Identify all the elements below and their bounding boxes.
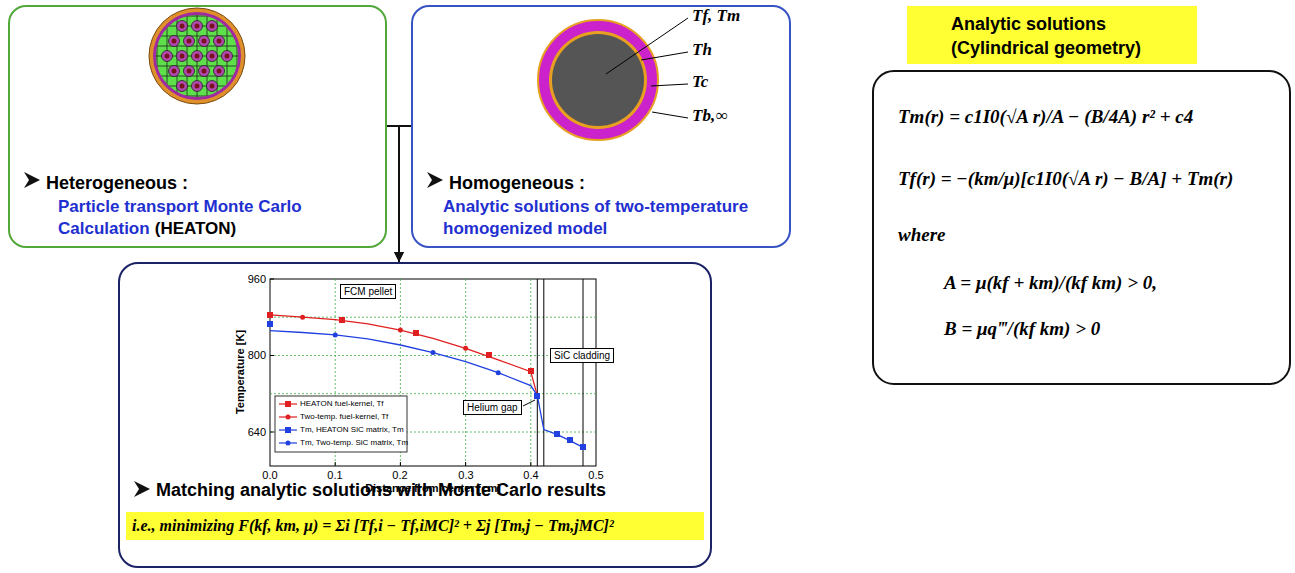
temperature-chart — [267, 279, 596, 466]
method-box: Heterogeneous :Particle transport Monte … — [8, 5, 387, 248]
tick-label: 0.0 — [262, 469, 277, 481]
tick-label: 0.2 — [392, 469, 407, 481]
fuel-element-illustration — [538, 18, 688, 140]
chart-tag: Helium gap — [463, 400, 522, 415]
method-box: Homogeneous :Analytic solutions of two-t… — [411, 5, 791, 248]
tick-label: 800 — [248, 349, 266, 361]
equation-box: Analytic solutions (Cylindrical geometry… — [872, 70, 1291, 385]
legend-text: Tm, HEATON SiC matrix, Tm — [300, 425, 404, 434]
tick-label: 640 — [248, 426, 266, 438]
tick-label: 960 — [248, 273, 266, 285]
axis-title: Temperature [K] — [234, 330, 246, 414]
legend-item: Two-temp. fuel-kernel, Tf — [279, 412, 388, 421]
legend-sample — [279, 426, 297, 434]
legend-text: Tm, Two-temp. SiC matrix, Tm — [300, 438, 408, 447]
arrow-head — [394, 252, 404, 262]
box-heading: Homogeneous : — [449, 173, 585, 194]
temperature-label: Tc — [692, 72, 708, 92]
tick-label: 0.1 — [327, 469, 342, 481]
chart-tag: SiC cladding — [550, 348, 614, 363]
result-box: Matching analytic solutions with Monte C… — [118, 262, 712, 568]
legend-sample — [279, 400, 297, 408]
legend-text: Two-temp. fuel-kernel, Tf — [300, 412, 388, 421]
axis-title: Distance from center [cm] — [365, 482, 501, 494]
equation: Tm(r) = c1I0(√A r)/A − (B/4A) r² + c4 — [898, 106, 1283, 128]
arrow-head — [394, 252, 404, 262]
legend-item: HEATON fuel-kernel, Tf — [279, 399, 384, 408]
connector — [399, 126, 411, 262]
highlight-heading: Analytic solutions (Cylindrical geometry… — [907, 6, 1197, 64]
temperature-label: Th — [692, 40, 712, 60]
equation: Tf(r) = −(km/μ)[c1I0(√A r) − B/A] + Tm(r… — [898, 168, 1283, 190]
temperature-label: Tb,∞ — [692, 106, 727, 126]
legend-item: Tm, Two-temp. SiC matrix, Tm — [279, 438, 408, 447]
legend-sample — [279, 413, 297, 421]
legend-item: Tm, HEATON SiC matrix, Tm — [279, 425, 404, 434]
tick-label: 0.4 — [523, 469, 538, 481]
equation-note: where — [898, 224, 946, 246]
assembly-illustration — [149, 8, 245, 104]
legend-sample — [279, 439, 297, 447]
tick-label: 0.5 — [588, 469, 603, 481]
box-body-code: (HEATON) — [155, 219, 237, 238]
connector — [387, 126, 399, 262]
box-body: Particle transport Monte Carlo Calculati… — [58, 196, 378, 240]
temperature-label: Tf, Tm — [692, 6, 740, 26]
box-heading: Heterogeneous : — [46, 173, 188, 194]
bullet-arrows — [24, 12, 930, 497]
equation: B = μq‴/(kf km) > 0 — [944, 318, 1100, 340]
objective-equation: i.e., minimizing F(kf, km, μ) = Σi [Tf,i… — [126, 512, 704, 540]
legend-text: HEATON fuel-kernel, Tf — [300, 399, 384, 408]
tick-label: 0.3 — [458, 469, 473, 481]
box-body: Analytic solutions of two-temperature ho… — [443, 196, 783, 240]
equation: A = μ(kf + km)/(kf km) > 0, — [944, 272, 1157, 294]
chart-tag: FCM pellet — [340, 284, 396, 299]
